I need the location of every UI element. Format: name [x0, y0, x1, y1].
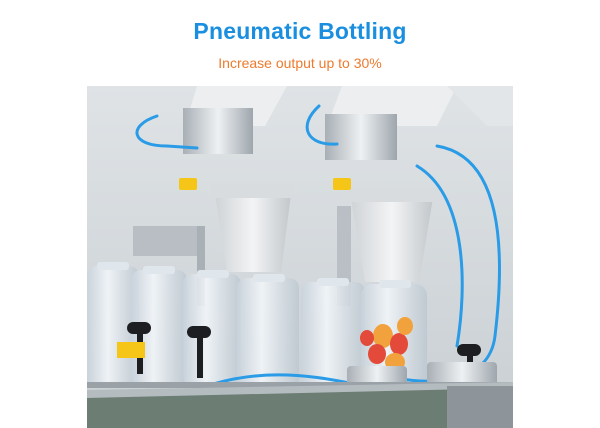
hopper-housing-right — [325, 86, 513, 160]
gummy-candies — [360, 317, 413, 371]
page-subtitle: Increase output up to 30% — [218, 55, 382, 71]
hopper-housing-left — [183, 86, 287, 154]
conveyor-belt — [87, 382, 513, 428]
machine-photo — [87, 86, 513, 428]
funnel-left — [211, 184, 295, 272]
page-title: Pneumatic Bottling — [193, 18, 407, 44]
funnel-right — [345, 188, 439, 282]
